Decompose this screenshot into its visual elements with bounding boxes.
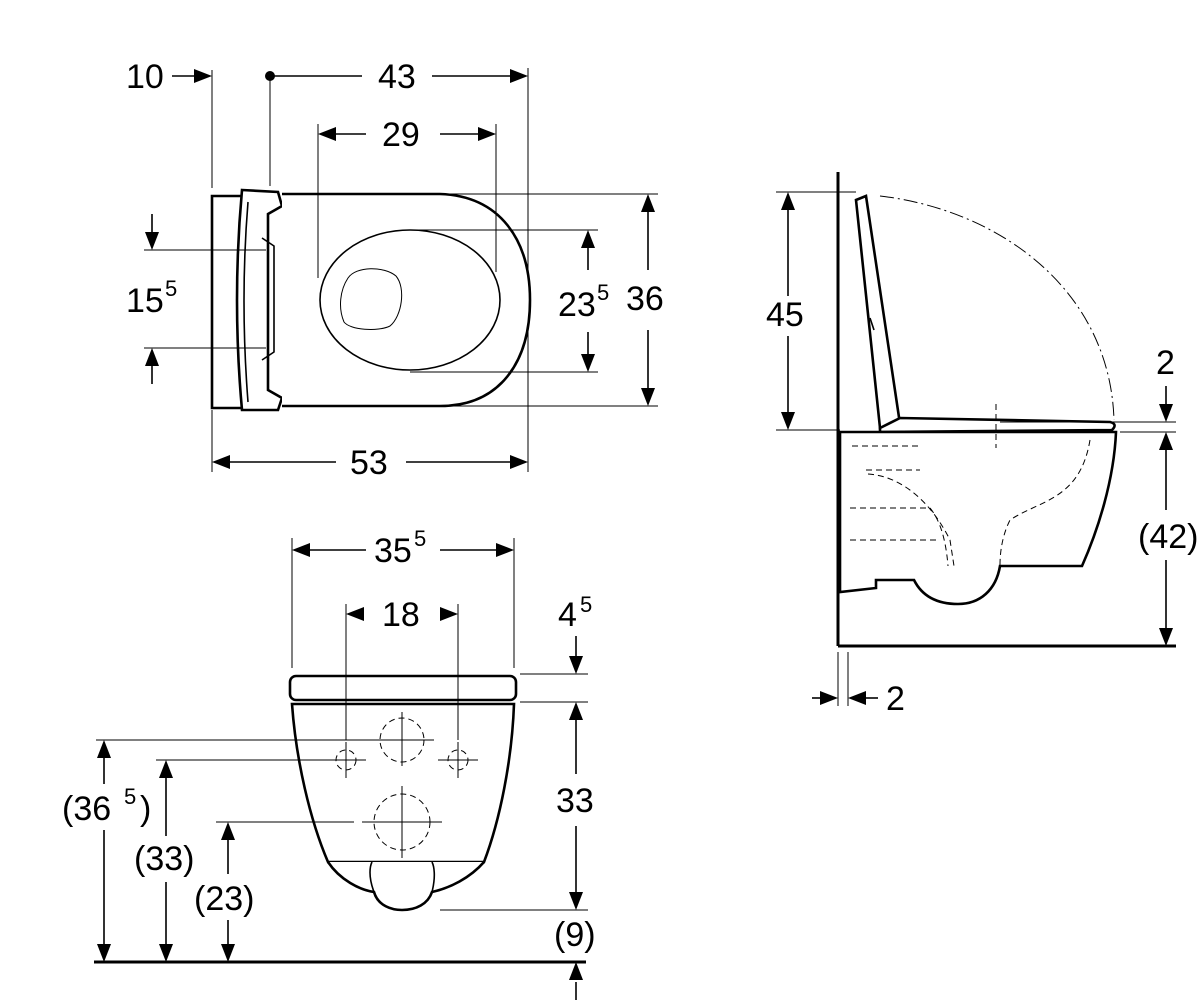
- dim-35-label: 35: [374, 532, 412, 570]
- front-fixing-hole-left: [326, 742, 366, 778]
- dim-42-label: (42): [1138, 518, 1198, 556]
- top-drain: [340, 268, 403, 330]
- dim-4-label: 4: [558, 596, 577, 634]
- side-seat: [878, 416, 1116, 434]
- dim-2-top-label: 2: [1156, 344, 1175, 382]
- front-bowl: [290, 702, 516, 864]
- dim-29-label: 29: [382, 116, 420, 154]
- dim-36-left-label: (36: [62, 790, 111, 828]
- dim-23-left-label: (23): [194, 880, 254, 918]
- dim-4-sup: 5: [580, 592, 592, 617]
- front-seat: [288, 674, 518, 702]
- front-inlet-hole: [370, 712, 434, 766]
- dim-23-sup: 5: [597, 280, 609, 305]
- dim-10-label: 10: [126, 58, 164, 96]
- dim-33-left-label: (33): [134, 840, 194, 878]
- dim-15-sup: 5: [165, 276, 177, 301]
- dim-9-label: (9): [554, 916, 596, 954]
- dim-18-label: 18: [382, 596, 420, 634]
- top-hinge-inner: [243, 201, 249, 403]
- side-open-lid: [854, 194, 902, 430]
- dim-33-right-label: 33: [556, 782, 594, 820]
- dim-36-label: 36: [626, 280, 664, 318]
- dim-45-label: 45: [766, 296, 804, 334]
- dim-15-label: 15: [126, 282, 164, 320]
- top-hinge-block: [235, 188, 284, 412]
- front-fixing-hole-right: [438, 742, 478, 778]
- front-outlet-hole: [362, 786, 442, 858]
- dim-36-left-close: ): [140, 790, 151, 828]
- top-view: 10 43 29 15 5 23 5 36: [126, 58, 664, 482]
- side-view: 45 2 (42) 2: [766, 172, 1198, 718]
- dim-2-bottom-label: 2: [886, 680, 905, 718]
- side-lid-swing-arc: [879, 195, 1115, 421]
- top-hinge-detail: [261, 237, 275, 361]
- front-pedestal: [326, 861, 485, 912]
- front-view: 35 5 18 4 5 33 (9) (36 5 ) (33): [62, 526, 596, 1000]
- dim-36-left-sup: 5: [124, 784, 136, 809]
- dim-35-sup: 5: [414, 526, 426, 551]
- side-bowl: [838, 430, 1118, 606]
- dim-53-label: 53: [350, 444, 388, 482]
- dim-23-label: 23: [558, 286, 596, 324]
- dim-43-label: 43: [378, 58, 416, 96]
